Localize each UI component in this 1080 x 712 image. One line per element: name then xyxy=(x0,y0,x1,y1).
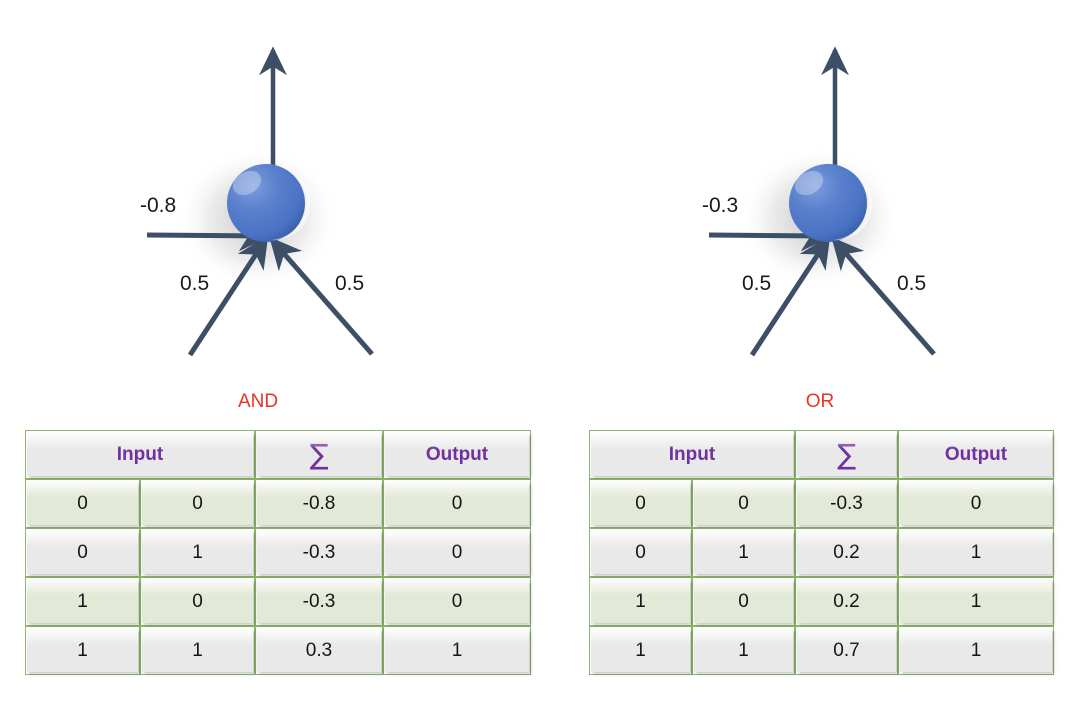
node-specular-highlight xyxy=(232,170,262,196)
and-gate-caption: AND xyxy=(237,391,279,412)
neuron-node-icon xyxy=(789,164,867,242)
cell-input2: 1 xyxy=(140,528,255,577)
input2-connection-arrow xyxy=(831,236,936,356)
cell-input2: 0 xyxy=(140,479,255,528)
header-input: Input xyxy=(25,430,255,479)
cell-input2: 0 xyxy=(140,577,255,626)
table-row: 1 0 0.2 1 xyxy=(589,577,1054,626)
cell-output: 1 xyxy=(383,626,531,675)
cell-output: 0 xyxy=(383,479,531,528)
and-bias-weight-label: -0.8 xyxy=(140,194,177,217)
header-sum: ∑ xyxy=(795,430,898,479)
cell-output: 0 xyxy=(383,577,531,626)
or-bias-weight-label: -0.3 xyxy=(702,194,739,217)
sigma-icon: ∑ xyxy=(797,433,896,476)
cell-output: 0 xyxy=(898,479,1054,528)
cell-input1: 0 xyxy=(25,528,140,577)
cell-sum: -0.3 xyxy=(255,577,383,626)
table-header-row: Input ∑ Output xyxy=(589,430,1054,479)
cell-input1: 0 xyxy=(589,528,692,577)
neuron-node-icon xyxy=(227,164,305,242)
cell-input1: 1 xyxy=(589,577,692,626)
table-row: 1 1 0.3 1 xyxy=(25,626,531,675)
and-truth-table: Input ∑ Output 0 0 -0.8 0 0 1 -0.3 0 xyxy=(25,430,531,675)
table-header-row: Input ∑ Output xyxy=(25,430,531,479)
table-row: 0 1 0.2 1 xyxy=(589,528,1054,577)
cell-output: 0 xyxy=(383,528,531,577)
input1-connection-arrow xyxy=(749,235,831,357)
or-gate-caption: OR xyxy=(805,391,835,412)
or-input2-weight-label: 0.5 xyxy=(897,272,927,295)
cell-output: 1 xyxy=(898,577,1054,626)
or-neuron-graphic xyxy=(708,46,936,357)
node-specular-highlight xyxy=(794,170,824,196)
table-row: 1 1 0.7 1 xyxy=(589,626,1054,675)
or-truth-table: Input ∑ Output 0 0 -0.3 0 0 1 0.2 1 xyxy=(589,430,1054,675)
header-output: Output xyxy=(383,430,531,479)
table-row: 0 0 -0.3 0 xyxy=(589,479,1054,528)
cell-input2: 1 xyxy=(140,626,255,675)
cell-output: 1 xyxy=(898,528,1054,577)
cell-sum: 0.7 xyxy=(795,626,898,675)
input2-connection-arrow xyxy=(269,236,374,356)
table-row: 1 0 -0.3 0 xyxy=(25,577,531,626)
cell-output: 1 xyxy=(898,626,1054,675)
cell-sum: -0.8 xyxy=(255,479,383,528)
header-input: Input xyxy=(589,430,795,479)
cell-sum: -0.3 xyxy=(255,528,383,577)
cell-sum: 0.3 xyxy=(255,626,383,675)
cell-sum: 0.2 xyxy=(795,577,898,626)
node-rim-highlight xyxy=(271,178,311,241)
cell-sum: -0.3 xyxy=(795,479,898,528)
cell-input2: 1 xyxy=(692,528,795,577)
cell-input1: 1 xyxy=(25,626,140,675)
or-neuron-diagram: -0.3 0.5 0.5 xyxy=(562,0,1080,420)
and-neuron-diagram: -0.8 0.5 0.5 xyxy=(0,0,540,420)
and-input1-weight-label: 0.5 xyxy=(180,272,210,295)
header-output: Output xyxy=(898,430,1054,479)
and-neuron-graphic xyxy=(146,46,374,357)
cell-input1: 0 xyxy=(589,479,692,528)
cell-input2: 0 xyxy=(692,577,795,626)
and-input2-weight-label: 0.5 xyxy=(335,272,365,295)
cell-input2: 1 xyxy=(692,626,795,675)
header-sum: ∑ xyxy=(255,430,383,479)
table-row: 0 1 -0.3 0 xyxy=(25,528,531,577)
cell-input1: 1 xyxy=(25,577,140,626)
node-rim-highlight xyxy=(833,178,873,241)
cell-input2: 0 xyxy=(692,479,795,528)
input1-connection-arrow xyxy=(187,235,269,357)
table-row: 0 0 -0.8 0 xyxy=(25,479,531,528)
cell-sum: 0.2 xyxy=(795,528,898,577)
cell-input1: 0 xyxy=(25,479,140,528)
cell-input1: 1 xyxy=(589,626,692,675)
or-input1-weight-label: 0.5 xyxy=(742,272,772,295)
sigma-icon: ∑ xyxy=(257,433,381,476)
